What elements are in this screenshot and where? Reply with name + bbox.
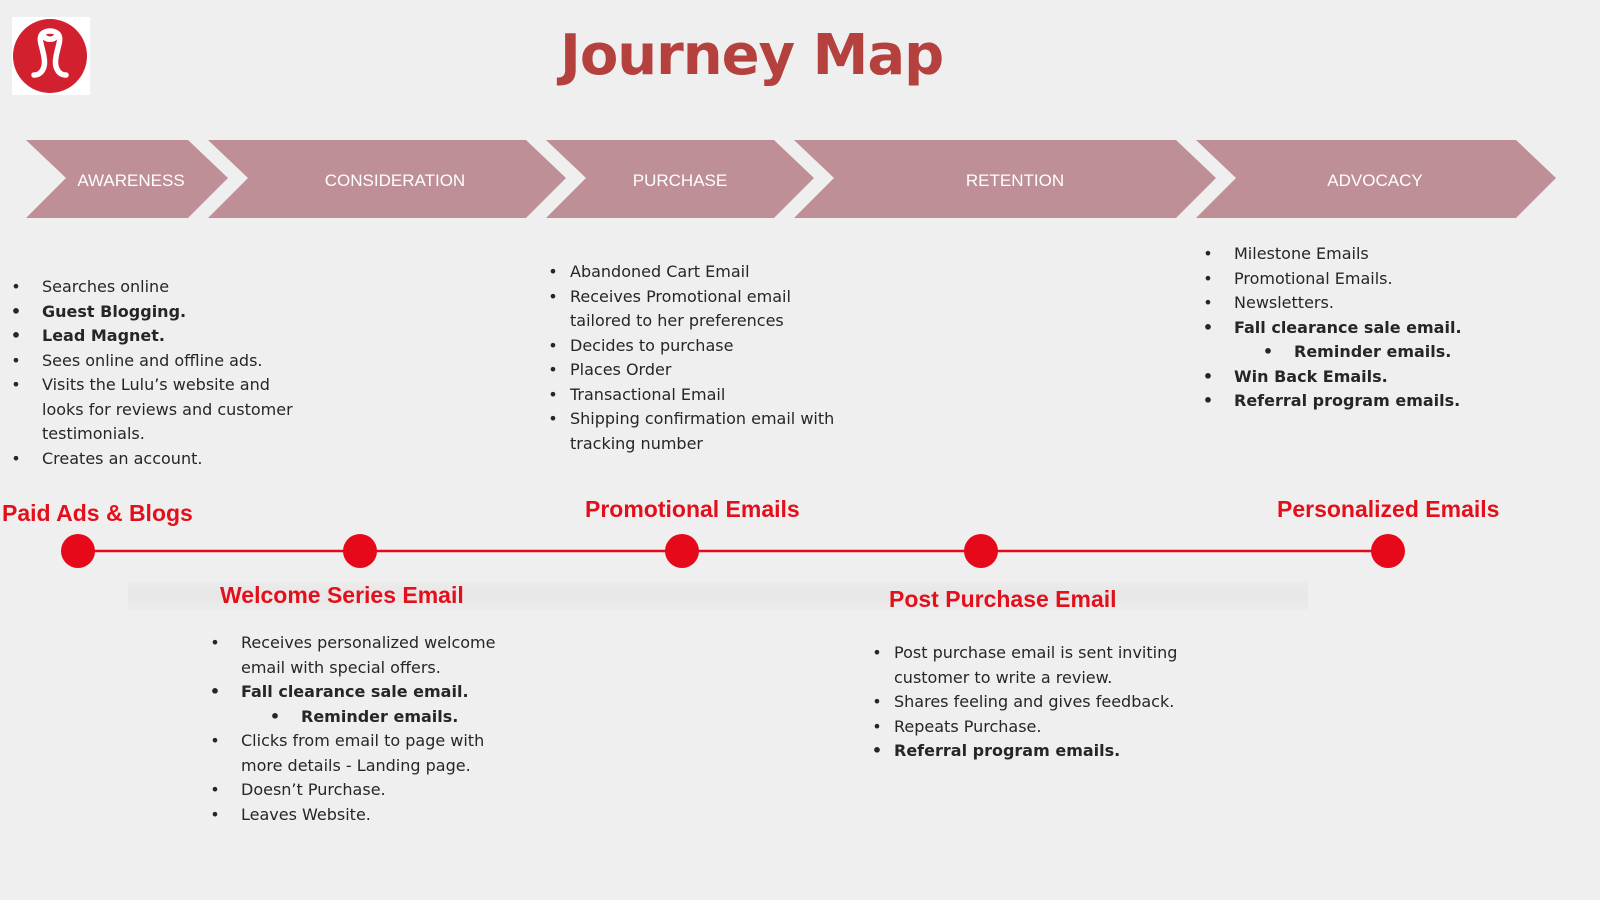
list-item: Milestone Emails: [1198, 242, 1498, 267]
timeline-label-welcome: Welcome Series Email: [220, 582, 464, 608]
list-item: Guest Blogging.: [6, 300, 296, 325]
chevron-purchase: [546, 140, 814, 218]
list-item: Promotional Emails.: [1198, 267, 1498, 292]
list-item: Reminder emails.: [205, 705, 525, 730]
list-item: Shipping confirmation email with trackin…: [546, 407, 856, 456]
chevron-advocacy: [1196, 140, 1556, 218]
timeline-node-promotional: [665, 534, 699, 568]
timeline-label-personalized: Personalized Emails: [1277, 496, 1500, 522]
post-purchase-list: Post purchase email is sent inviting cus…: [870, 641, 1200, 764]
list-item: Post purchase email is sent inviting cus…: [870, 641, 1200, 690]
list-item: Receives personalized welcome email with…: [205, 631, 525, 680]
stage-label-awareness: AWARENESS: [77, 171, 185, 190]
list-item: Decides to purchase: [546, 334, 856, 359]
timeline-label-post-purchase: Post Purchase Email: [889, 586, 1117, 612]
list-item: Referral program emails.: [1198, 389, 1498, 414]
list-item: Leaves Website.: [205, 803, 525, 828]
list-item: Sees online and offline ads.: [6, 349, 296, 374]
timeline-node-personalized: [1371, 534, 1405, 568]
timeline-band: [128, 582, 1308, 610]
list-item: Creates an account.: [6, 447, 296, 472]
list-item: Searches online: [6, 275, 296, 300]
timeline-label-paid-ads: Paid Ads & Blogs: [2, 500, 193, 526]
timeline-node-welcome: [343, 534, 377, 568]
stage-label-consideration: CONSIDERATION: [324, 171, 466, 190]
list-item: Repeats Purchase.: [870, 715, 1200, 740]
list-item: Fall clearance sale email.: [205, 680, 525, 705]
chevron-retention: [794, 140, 1216, 218]
timeline-label-promotional: Promotional Emails: [585, 496, 800, 522]
timeline-node-post-purchase: [964, 534, 998, 568]
stage-label-advocacy: ADVOCACY: [1327, 171, 1423, 190]
list-item: Places Order: [546, 358, 856, 383]
stage-label-retention: RETENTION: [965, 171, 1065, 190]
list-item: Visits the Lulu’s website and looks for …: [6, 373, 296, 447]
list-item: Transactional Email: [546, 383, 856, 408]
list-item: Clicks from email to page with more deta…: [205, 729, 525, 778]
list-item: Doesn’t Purchase.: [205, 778, 525, 803]
list-item: Receives Promotional email tailored to h…: [546, 285, 856, 334]
advocacy-list: Milestone EmailsPromotional Emails.Newsl…: [1198, 242, 1498, 414]
list-item: Newsletters.: [1198, 291, 1498, 316]
list-item: Lead Magnet.: [6, 324, 296, 349]
list-item: Referral program emails.: [870, 739, 1200, 764]
lululemon-logo-icon: [12, 17, 90, 95]
list-item: Reminder emails.: [1198, 340, 1498, 365]
awareness-list: Searches onlineGuest Blogging.Lead Magne…: [6, 275, 296, 471]
list-item: Abandoned Cart Email: [546, 260, 856, 285]
timeline-node-paid-ads: [61, 534, 95, 568]
stage-label-purchase: PURCHASE: [632, 171, 728, 190]
list-item: Fall clearance sale email.: [1198, 316, 1498, 341]
chevron-consideration: [208, 140, 566, 218]
purchase-list: Abandoned Cart EmailReceives Promotional…: [546, 260, 856, 456]
welcome-series-list: Receives personalized welcome email with…: [205, 631, 525, 827]
chevron-awareness: [26, 140, 228, 218]
list-item: Win Back Emails.: [1198, 365, 1498, 390]
page-title: Journey Map: [560, 23, 944, 88]
list-item: Shares feeling and gives feedback.: [870, 690, 1200, 715]
